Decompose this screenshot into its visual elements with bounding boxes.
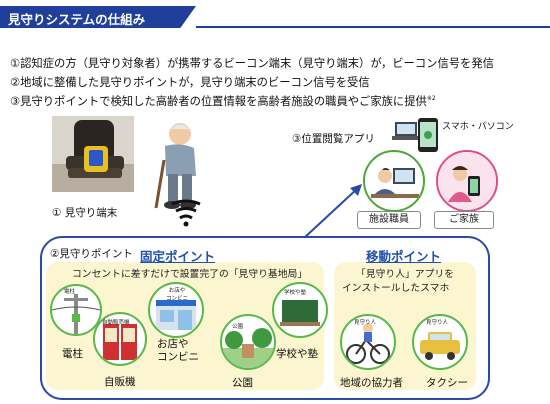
cooperator-circle <box>340 314 396 370</box>
family-circle <box>436 150 498 212</box>
shop-icon <box>156 300 196 330</box>
shop-circle <box>148 282 204 338</box>
mobile-description-2: インストールしたスマホ <box>342 283 450 294</box>
page-title: 見守りシステムの仕組み <box>8 12 146 27</box>
staff-circle <box>363 150 425 212</box>
family-icon <box>438 152 496 210</box>
beacon-signal-icon <box>171 199 201 227</box>
park-icon <box>222 328 274 368</box>
mobile-points-title: 移動ポイント <box>366 249 442 264</box>
cooperator-label: 地域の協力者 <box>340 377 403 389</box>
step-1-text: ①認知症の方（見守り対象者）が携帯するビーコン端末（見守り端末）が，ビーコン信号… <box>10 57 494 70</box>
family-label: ご家族 <box>449 214 479 225</box>
pole-label: 電柱 <box>62 348 83 360</box>
step-3-line: ③見守りポイントで検知した高齢者の位置情報を高齢者施設の職員やご家族に提供※2 <box>10 93 436 109</box>
vending-machine-icon <box>103 324 137 360</box>
cooperator-tag: 見守り人 <box>354 320 377 326</box>
pole-circle <box>50 284 102 336</box>
pole-tag: 電柱 <box>64 289 76 295</box>
school-tag: 学校や塾 <box>284 290 307 296</box>
fixed-points-description: コンセントに差すだけで設置完了の「見守り基地局」 <box>72 269 308 280</box>
step-3-note: ※2 <box>426 95 436 103</box>
section-header: 見守りシステムの仕組み <box>0 6 550 28</box>
laptop-icon <box>392 122 420 140</box>
points-title: ②見守りポイント <box>50 248 133 260</box>
header-rule <box>196 26 550 28</box>
taxi-icon <box>420 332 460 360</box>
staff-label: 施設職員 <box>369 214 409 225</box>
staff-label-box: 施設職員 <box>357 211 421 229</box>
terminal-label: ① 見守り端末 <box>52 207 118 219</box>
taxi-circle <box>412 314 468 370</box>
bicycle-rider-icon <box>346 323 390 364</box>
device-label: スマホ・パソコン <box>442 122 514 132</box>
park-tag: 公園 <box>232 324 244 330</box>
facility-staff-icon <box>371 168 419 198</box>
family-label-box: ご家族 <box>434 211 494 229</box>
beacon-terminal-photo <box>52 116 134 192</box>
step-2-text: ②地域に整備した見守りポイントが，見守り端末のビーコン信号を受信 <box>10 76 370 89</box>
shop-tag: お店やコンビニ <box>166 288 189 302</box>
mobile-description-1: 「見守り人」アプリを <box>356 269 454 280</box>
header-bar <box>0 6 196 28</box>
smartphone-icon <box>418 118 438 152</box>
utility-pole-icon <box>52 294 100 334</box>
park-label: 公園 <box>232 377 253 389</box>
school-circle <box>272 282 328 338</box>
taxi-label: タクシー <box>426 377 468 389</box>
shop-label: お店やコンビニ <box>157 338 199 363</box>
school-label: 学校や塾 <box>276 348 318 360</box>
arrow-to-app <box>303 184 362 239</box>
step-3-text: ③見守りポイントで検知した高齢者の位置情報を高齢者施設の職員やご家族に提供 <box>10 95 427 108</box>
vending-tag: 自動販売機 <box>102 320 130 326</box>
app-title: ③位置閲覧アプリ <box>292 133 375 145</box>
vending-label: 自販機 <box>104 376 136 388</box>
taxi-tag: 見守り人 <box>426 320 449 326</box>
park-circle <box>220 314 276 370</box>
elderly-person-icon <box>154 123 196 209</box>
fixed-points-title: 固定ポイント <box>140 249 216 264</box>
vending-circle <box>93 312 147 366</box>
school-icon <box>280 300 320 326</box>
